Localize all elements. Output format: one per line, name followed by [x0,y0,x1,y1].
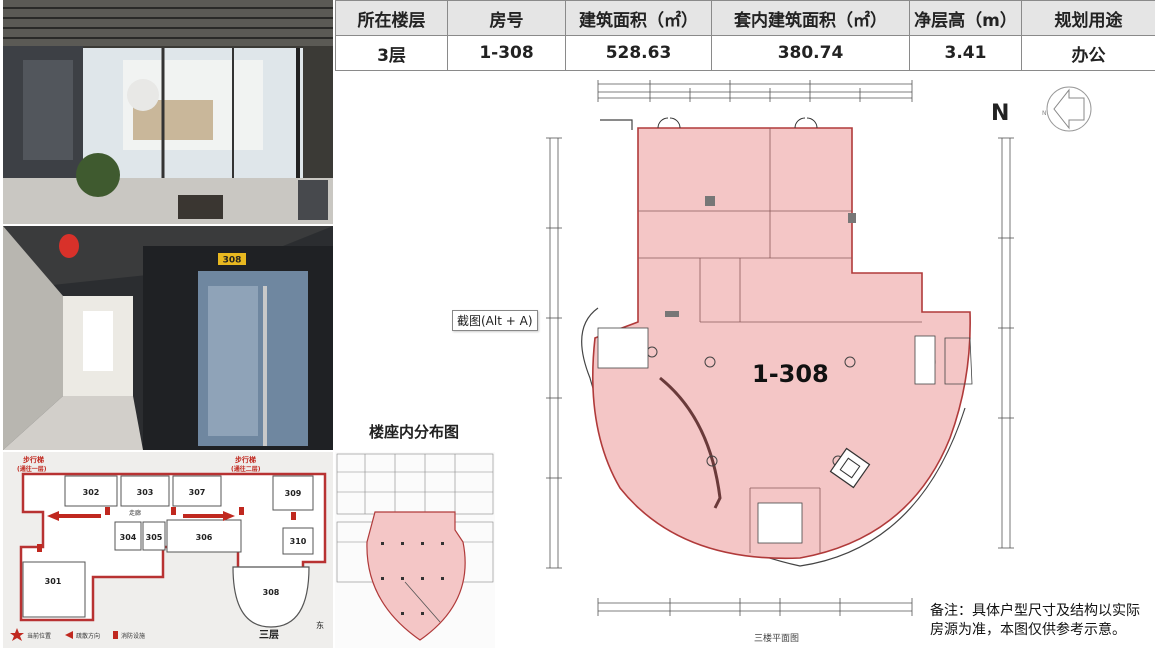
dir-room-308: 308 [263,588,280,597]
north-label: N [991,101,1009,126]
office-interior-photo [3,0,333,224]
dir-room-302: 302 [83,488,100,497]
plan-room-label: 1-308 [752,360,829,388]
svg-text:N: N [1042,110,1047,117]
header-gross-area: 建筑面积（㎡） [566,1,712,36]
table-row: 3层 1-308 528.63 380.74 3.41 办公 [336,36,1155,71]
distribution-title: 楼座内分布图 [369,421,459,442]
dir-east-label: 东 [316,620,324,630]
dir-stair-label-2: 步行梯 [235,455,256,464]
header-net-area: 套内建筑面积（㎡） [712,1,910,36]
header-clear-height: 净层高（m） [910,1,1022,36]
value-floor: 3层 [336,36,448,71]
table-header-row: 所在楼层 房号 建筑面积（㎡） 套内建筑面积（㎡） 净层高（m） 规划用途 [336,1,1155,36]
screenshot-tooltip: 截图(Alt + A) [452,310,538,331]
dir-room-301: 301 [45,577,62,586]
disclaimer-note: 备注：具体户型尺寸及结构以实际房源为准，本图仅供参考示意。 [930,602,1152,640]
plan-caption: 三楼平面图 [754,631,799,644]
dir-stair-sub-1: (通往一层) [17,465,47,473]
corridor-photo: 308 [3,226,333,450]
dir-legend-location: 当前位置 [27,632,51,640]
dir-legend-evacuation: 疏散方向 [76,632,100,640]
value-clear-height: 3.41 [910,36,1022,71]
dir-stair-label-1: 步行梯 [23,455,44,464]
property-info-table: 所在楼层 房号 建筑面积（㎡） 套内建筑面积（㎡） 净层高（m） 规划用途 3层… [335,0,1155,71]
value-room-no: 1-308 [448,36,566,71]
door-sign-text: 308 [223,256,242,266]
floor-plan-drawing [540,78,1040,634]
dir-legend-fire: 消防设施 [121,632,145,640]
building-distribution-plan [335,452,495,648]
dir-corridor-label: 走廊 [129,509,141,517]
header-usage: 规划用途 [1022,1,1155,36]
dir-room-306: 306 [196,533,213,542]
dir-room-310: 310 [290,537,307,546]
dir-room-307: 307 [189,488,206,497]
value-net-area: 380.74 [712,36,910,71]
dir-room-305: 305 [146,533,163,542]
compass-icon: N [1036,84,1102,134]
value-usage: 办公 [1022,36,1155,71]
dir-room-303: 303 [137,488,154,497]
floor-directory-photo: 302 303 307 309 304 305 306 310 301 308 … [3,452,333,648]
dir-room-304: 304 [120,533,137,542]
dir-stair-sub-2: (通往二层) [231,465,261,473]
dir-room-309: 309 [285,489,302,498]
dir-floor-label: 三层 [259,629,279,641]
header-floor: 所在楼层 [336,1,448,36]
value-gross-area: 528.63 [566,36,712,71]
header-room-no: 房号 [448,1,566,36]
